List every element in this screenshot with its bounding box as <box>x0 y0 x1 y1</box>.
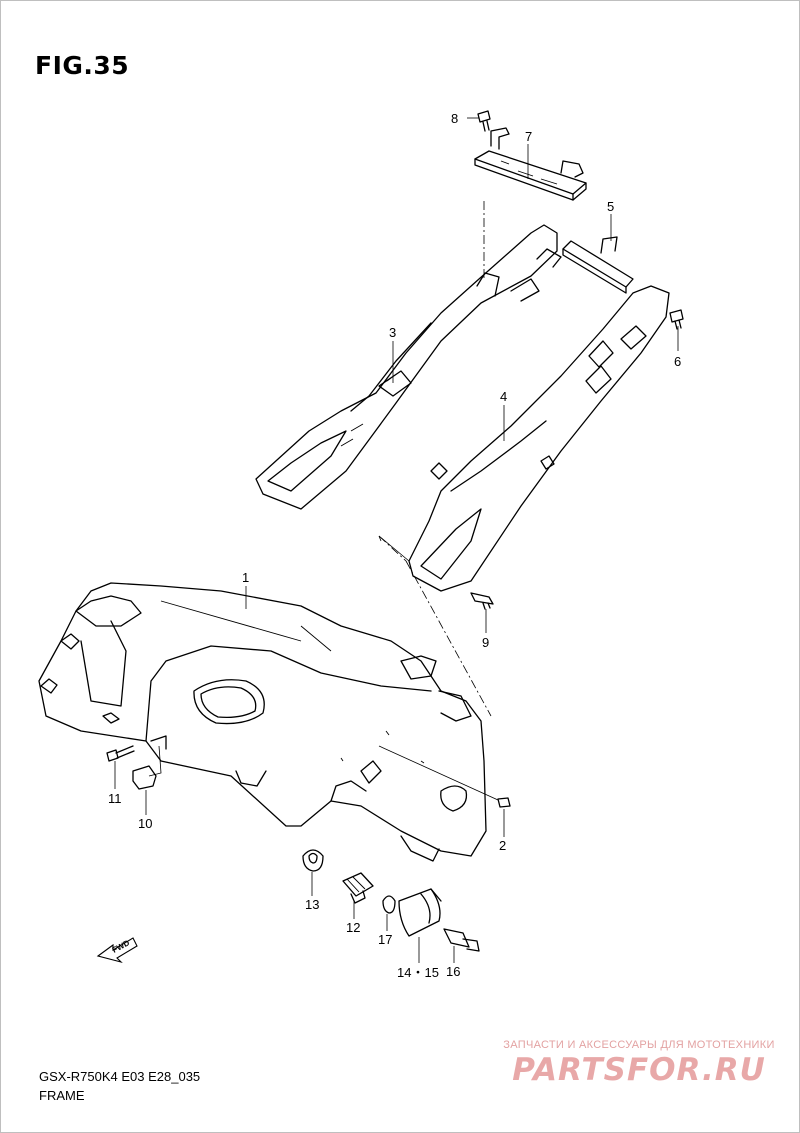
callout-2: 2 <box>499 838 506 853</box>
callout-11: 11 <box>108 791 122 806</box>
part-13-washer <box>302 849 324 872</box>
callout-1: 1 <box>242 570 249 585</box>
part-9-bolt <box>470 592 494 610</box>
part-3-left-seat-rail <box>255 224 562 510</box>
alignment-triangle <box>378 535 410 562</box>
callout-13: 13 <box>305 897 319 912</box>
alignment-line-4-1 <box>378 535 492 717</box>
part-2-nut <box>497 797 511 808</box>
part-11-bolt <box>106 745 135 762</box>
model-code: GSX-R750K4 E03 E28_035 <box>39 1069 201 1084</box>
watermark: ЗАПЧАСТИ И АКСЕССУАРЫ ДЛЯ МОТОТЕХНИКИ PA… <box>489 1039 789 1088</box>
callout-7: 7 <box>525 129 532 144</box>
callout-6: 6 <box>674 354 681 369</box>
part-5-cross-member <box>562 236 634 294</box>
callout-4: 4 <box>500 389 507 404</box>
callout-12: 12 <box>346 920 360 935</box>
watermark-brand: PARTSFOR.RU <box>512 1052 766 1088</box>
part-4-right-seat-rail <box>408 285 670 592</box>
part-7-bracket <box>474 127 587 201</box>
part-8-bolt <box>477 110 491 132</box>
part-16-bolt <box>443 928 480 952</box>
fwd-direction-arrow: FWD <box>96 937 138 964</box>
callout-3: 3 <box>389 325 396 340</box>
part-12-adjuster <box>342 872 374 904</box>
part-10-collar <box>132 745 162 790</box>
section-name: FRAME <box>39 1088 85 1103</box>
callout-8: 8 <box>451 111 458 126</box>
callout-17: 17 <box>378 932 392 947</box>
watermark-tagline: ЗАПЧАСТИ И АКСЕССУАРЫ ДЛЯ МОТОТЕХНИКИ <box>503 1039 775 1051</box>
part-17-spacer <box>382 895 396 914</box>
callout-9: 9 <box>482 635 489 650</box>
callout-5: 5 <box>607 199 614 214</box>
figure-title: FIG.35 <box>35 51 130 80</box>
part-6-bolt <box>669 309 684 330</box>
callout-10: 10 <box>138 816 152 831</box>
part-1-main-frame <box>38 582 499 862</box>
callout-14-15: 14・15 <box>397 965 439 980</box>
callout-16: 16 <box>446 964 460 979</box>
part-14-15-bushing <box>398 888 442 937</box>
